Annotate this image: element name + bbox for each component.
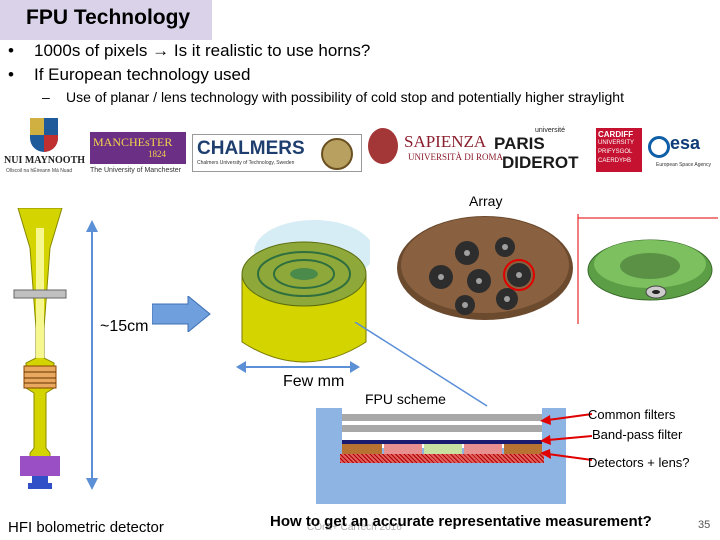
height-arrow: [86, 220, 98, 490]
connector-line: [354, 322, 488, 407]
hfi-caption: HFI bolometric detector: [8, 519, 164, 536]
paris-name: PARIS: [494, 134, 545, 153]
detectors-label: Detectors + lens?: [588, 455, 690, 470]
cardiff-sub1: UNIVERSITY: [598, 140, 635, 146]
manchester-year: 1824: [148, 149, 166, 159]
seal-icon: [321, 138, 353, 170]
sapienza-sub: UNIVERSITÀ DI ROMA: [408, 152, 503, 162]
width-arrow: [236, 361, 360, 373]
esa-ring-icon: [648, 136, 670, 158]
sapienza-name: SAPIENZA: [404, 132, 487, 151]
bullet-2: If European technology used: [34, 65, 251, 84]
faded-footer: COrE+ CalTech 2016: [307, 522, 402, 533]
common-filters-label: Common filters: [588, 407, 676, 422]
page-number: 35: [698, 519, 711, 531]
horn-drawing: [13, 208, 67, 489]
chalmers-logo: CHALMERS Chalmers University of Technolo…: [192, 134, 362, 172]
fpu-scheme-label: FPU scheme: [365, 391, 446, 407]
lens-layer: [342, 440, 542, 444]
cardiff-logo: CARDIFF UNIVERSITY PRIFYSGOL CAERDYÞB: [596, 128, 642, 172]
detector-pixel: [504, 444, 542, 454]
planar-lens-drawing: [241, 220, 370, 363]
detector-substrate: [340, 454, 544, 463]
chalmers-sub: Chalmers University of Technology, Swede…: [197, 160, 295, 166]
detector-pixel: [384, 444, 422, 454]
esa-name: esa: [670, 133, 701, 153]
slide-title: FPU Technology: [26, 6, 191, 29]
horn-size-label: ~15cm: [100, 318, 149, 335]
diderot-name: DIDEROT: [502, 153, 579, 172]
array-label: Array: [469, 193, 503, 209]
sub-bullet: Use of planar / lens technology with pos…: [66, 89, 624, 105]
detector-pixel: [464, 444, 502, 454]
pointer-arrows: [540, 413, 593, 461]
cardiff-sub2: PRIFYSGOL: [598, 149, 633, 155]
cardiff-sub3: CAERDYÞB: [598, 158, 632, 164]
title-banner: [0, 0, 212, 40]
bandpass-label: Band-pass filter: [592, 427, 683, 442]
common-filter-layer: [342, 414, 542, 421]
manchester-sub: The University of Manchester: [90, 167, 182, 174]
cardiff-name: CARDIFF: [598, 130, 634, 139]
manchester-logo: MANCHEsTER 1824 The University of Manche…: [90, 132, 186, 178]
maynooth-sub: Ollscoil na hÉireann Má Nuad: [6, 168, 73, 174]
manchester-name: MANCHEsTER: [93, 135, 173, 149]
maynooth-name: NUI MAYNOOTH: [4, 155, 86, 166]
question-caption: How to get an accurate representative me…: [270, 513, 652, 530]
chalmers-name: CHALMERS: [197, 138, 305, 159]
bullet-marker: •: [8, 41, 14, 60]
detector-pixel: [342, 444, 382, 454]
sapienza-crest-icon: [368, 128, 398, 164]
bullet-marker: •: [8, 65, 14, 84]
maynooth-logo: NUI MAYNOOTH Ollscoil na hÉireann Má Nua…: [4, 118, 86, 180]
bandpass-filter-layer: [342, 425, 542, 432]
esa-sub: European Space Agency: [656, 162, 712, 168]
few-mm-label: Few mm: [283, 373, 345, 390]
paris-univ: université: [535, 127, 565, 134]
detector-pixel: [424, 444, 462, 454]
crest-icon: [30, 118, 58, 152]
array-drawing: [397, 216, 573, 320]
right-arrow-icon: [152, 296, 211, 332]
sub-bullet-dash: –: [42, 89, 50, 105]
array-zoom: [577, 214, 718, 324]
bullet-1: 1000s of pixels → Is it realistic to use…: [34, 41, 371, 60]
